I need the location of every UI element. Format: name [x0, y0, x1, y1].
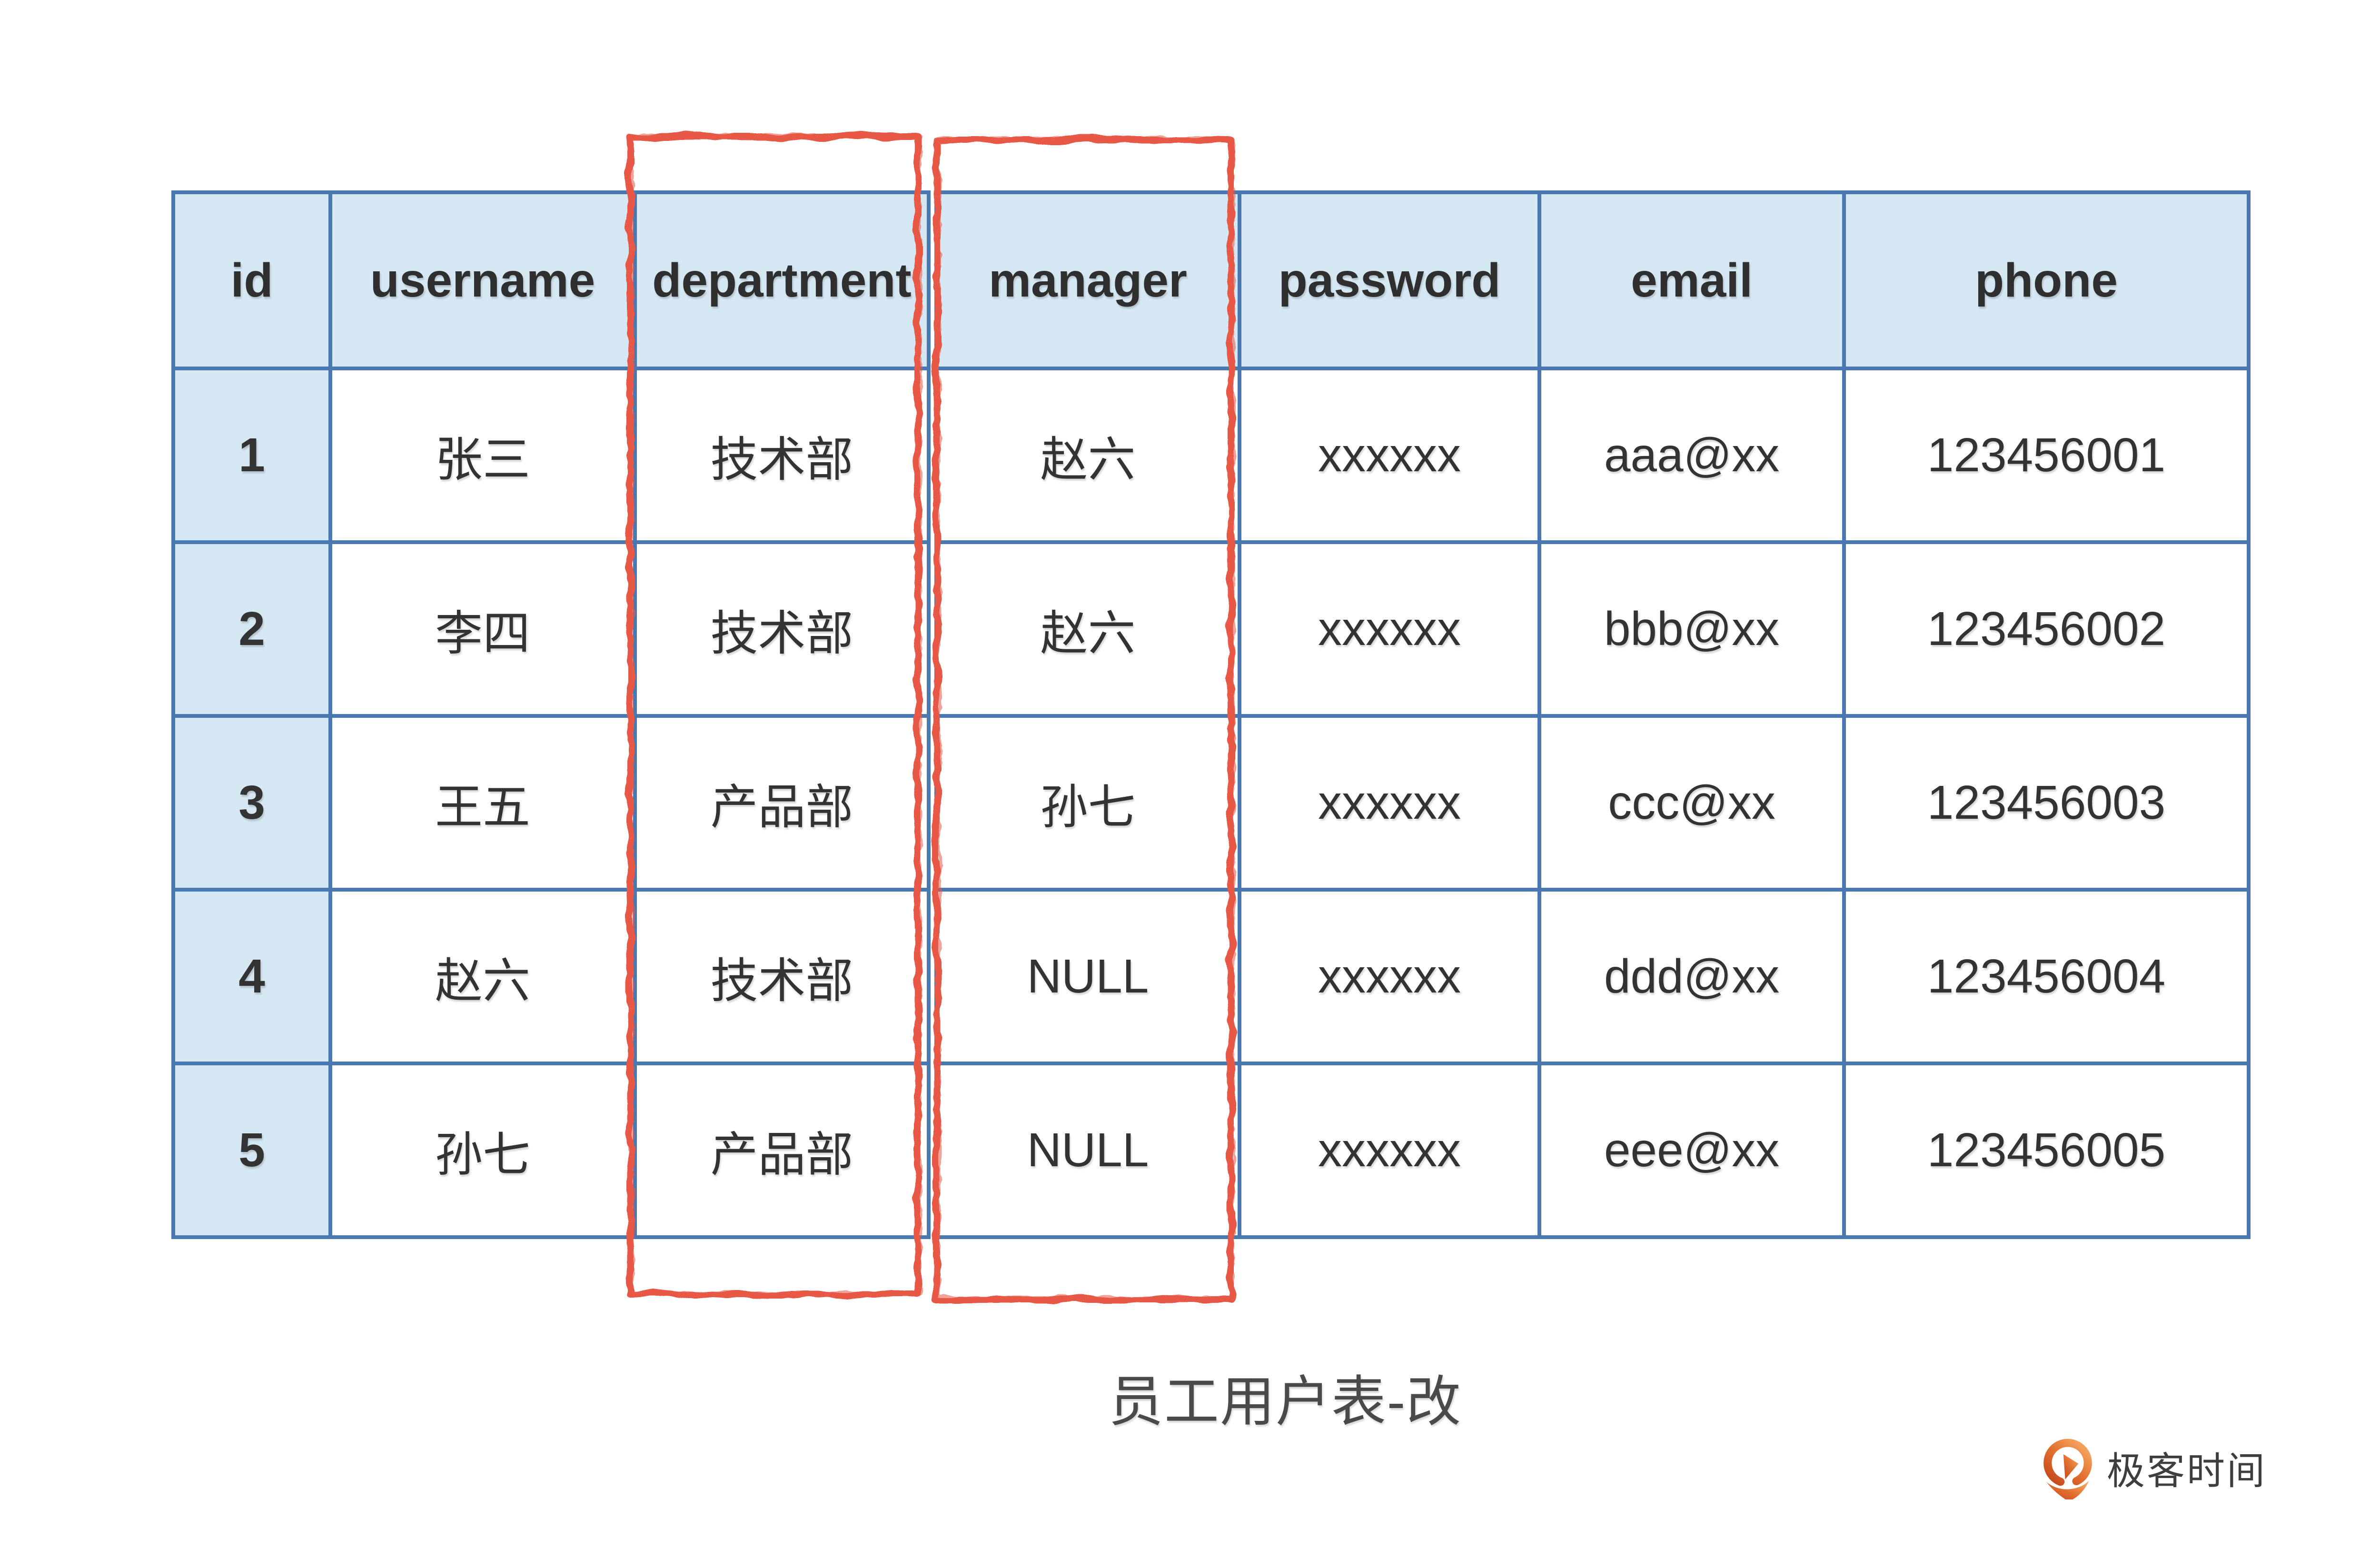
cell-manager: 孙七	[927, 714, 1241, 892]
column-header-email: email	[1537, 190, 1846, 370]
cell-password: xxxxxx	[1238, 540, 1541, 718]
cell-phone: 123456004	[1842, 888, 2251, 1065]
cell-department: 产品部	[633, 714, 934, 892]
employee-user-table: id username department manager password …	[171, 190, 2251, 1239]
cell-password: xxxxxx	[1238, 714, 1541, 892]
cell-department: 技术部	[633, 367, 934, 544]
cell-password: xxxxxx	[1238, 367, 1541, 544]
cell-id: 2	[171, 540, 332, 718]
cell-manager: NULL	[927, 1062, 1241, 1239]
geektime-logo: 极客时间	[2036, 1436, 2267, 1500]
cell-email: ccc@xx	[1537, 714, 1846, 892]
table-row: 1 张三 技术部 赵六 xxxxxx aaa@xx 123456001	[171, 367, 2251, 544]
cell-id: 1	[171, 367, 332, 544]
header-row: id username department manager password …	[171, 190, 2251, 370]
table-row: 5 孙七 产品部 NULL xxxxxx eee@xx 123456005	[171, 1062, 2251, 1239]
cell-department: 技术部	[633, 888, 934, 1065]
cell-password: xxxxxx	[1238, 1062, 1541, 1239]
column-header-username: username	[328, 190, 637, 370]
cell-department: 技术部	[633, 540, 934, 718]
cell-manager: 赵六	[927, 540, 1241, 718]
column-header-id: id	[171, 190, 332, 370]
column-header-department: department	[633, 190, 934, 370]
cell-username: 赵六	[328, 888, 637, 1065]
column-header-phone: phone	[1842, 190, 2251, 370]
geektime-pin-icon	[2043, 1439, 2092, 1499]
cell-phone: 123456003	[1842, 714, 2251, 892]
cell-id: 3	[171, 714, 332, 892]
column-header-password: password	[1238, 190, 1541, 370]
cell-department: 产品部	[633, 1062, 934, 1239]
cell-id: 5	[171, 1062, 332, 1239]
cell-username: 孙七	[328, 1062, 637, 1239]
table-row: 4 赵六 技术部 NULL xxxxxx ddd@xx 123456004	[171, 888, 2251, 1065]
column-header-manager: manager	[927, 190, 1241, 370]
cell-phone: 123456005	[1842, 1062, 2251, 1239]
cell-username: 张三	[328, 367, 637, 544]
cell-password: xxxxxx	[1238, 888, 1541, 1065]
cell-manager: 赵六	[927, 367, 1241, 544]
table-row: 3 王五 产品部 孙七 xxxxxx ccc@xx 123456003	[171, 714, 2251, 892]
geektime-logo-text: 极客时间	[2107, 1450, 2267, 1492]
table-caption: 员工用户表-改	[1108, 1371, 1462, 1432]
cell-email: bbb@xx	[1537, 540, 1846, 718]
cell-email: eee@xx	[1537, 1062, 1846, 1239]
cell-id: 4	[171, 888, 332, 1065]
table-row: 2 李四 技术部 赵六 xxxxxx bbb@xx 123456002	[171, 540, 2251, 718]
cell-phone: 123456001	[1842, 367, 2251, 544]
cell-phone: 123456002	[1842, 540, 2251, 718]
cell-email: aaa@xx	[1537, 367, 1846, 544]
cell-username: 李四	[328, 540, 637, 718]
cell-email: ddd@xx	[1537, 888, 1846, 1065]
cell-manager: NULL	[927, 888, 1241, 1065]
cell-username: 王五	[328, 714, 637, 892]
